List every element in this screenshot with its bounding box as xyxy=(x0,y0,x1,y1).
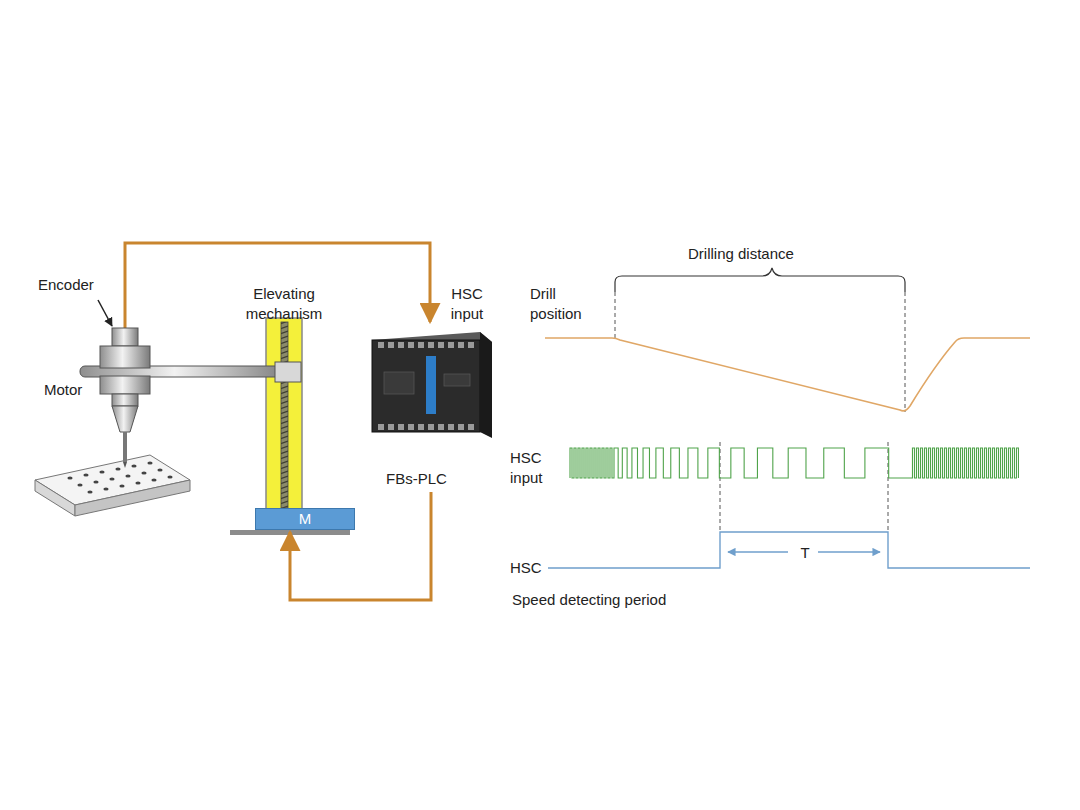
workpiece xyxy=(35,455,190,516)
text-label: Encoder xyxy=(38,275,118,295)
elevating-column xyxy=(230,318,350,535)
plc-unit xyxy=(372,332,492,438)
drill-position-curve xyxy=(545,338,1030,411)
motor-label: M xyxy=(293,509,318,529)
drill-head xyxy=(80,328,301,468)
pulse-train xyxy=(570,448,1018,478)
detect-window xyxy=(548,532,1030,568)
text-label: Drill position xyxy=(530,284,602,325)
text-label: Motor xyxy=(44,380,104,400)
plc-node: FBs-PLC xyxy=(370,330,492,488)
text-label: HSC input xyxy=(442,284,492,325)
signal-wire xyxy=(125,243,430,330)
text-label: Drilling distance xyxy=(688,244,858,264)
timing-diagram xyxy=(545,268,1030,568)
leader-arrow xyxy=(98,300,112,326)
text-label: HSC xyxy=(510,558,550,578)
period-label: T xyxy=(795,543,815,563)
text-label: HSC input xyxy=(510,448,560,489)
distance-bracket xyxy=(615,268,905,292)
device-name: FBs-PLC xyxy=(370,470,447,488)
text-label: Elevating mechanism xyxy=(232,284,336,325)
text-label: Speed detecting period xyxy=(512,590,732,610)
motor-box: M xyxy=(255,508,355,530)
